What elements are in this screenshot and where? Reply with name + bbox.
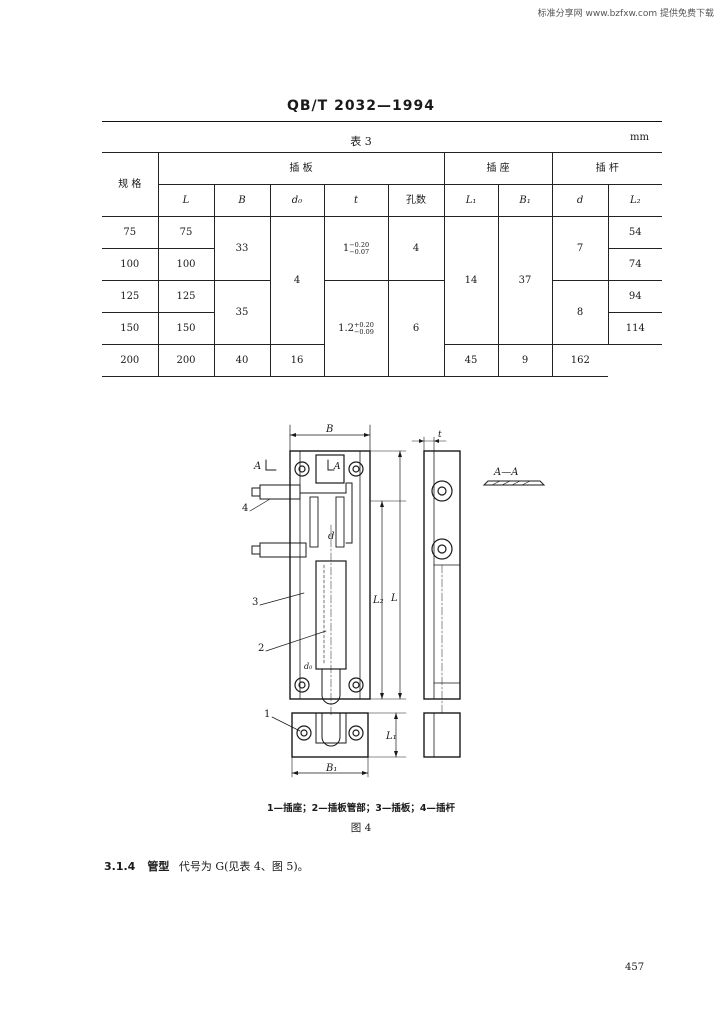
header-rod: 插 杆 <box>551 152 663 185</box>
t-base: 1.2 <box>338 323 354 334</box>
cell-spec: 75 <box>102 216 159 249</box>
dim-t-label: t <box>438 430 442 440</box>
col-d: d <box>551 184 609 217</box>
dim-B1-label: B₁ <box>325 763 337 774</box>
cell-L: 150 <box>157 312 215 345</box>
part-label-1: 1 <box>264 709 270 720</box>
cell-L: 100 <box>157 248 215 281</box>
cell-holes: 6 <box>387 280 445 377</box>
t-sup: +0.20 <box>353 321 374 329</box>
cell-L: 200 <box>157 344 215 377</box>
cell-d: 7 <box>551 216 609 281</box>
cell-spec: 100 <box>102 248 159 281</box>
cell-t: 1−0.20−0.07 <box>323 216 389 281</box>
col-holes: 孔数 <box>387 184 445 217</box>
dim-L2-label: L₂ <box>372 595 384 606</box>
clause-text: 代号为 G(见表 4、图 5)。 <box>178 860 309 873</box>
cell-spec: 150 <box>102 312 159 345</box>
col-t: t <box>323 184 389 217</box>
figure-caption: 1—插座；2—插板管部；3—插板；4—插杆 <box>267 803 455 814</box>
page-number: 457 <box>625 962 645 973</box>
part-label-2: 2 <box>258 643 264 654</box>
figure-4-drawing: B A A d d₀ L₂ L L₁ <box>242 424 546 778</box>
cell-L: 75 <box>157 216 215 249</box>
col-B: B <box>213 184 271 217</box>
dim-d0-label: d₀ <box>304 662 313 671</box>
t-sub: −0.07 <box>349 247 370 256</box>
part-label-4: 4 <box>242 503 248 514</box>
section-mark-left: A <box>253 461 261 472</box>
figure-number: 图 4 <box>350 822 372 834</box>
clause-number: 3.1.4 <box>104 860 136 873</box>
cell-B1: 37 <box>497 216 553 345</box>
col-L2: L₂ <box>607 184 663 217</box>
cell-B: 35 <box>213 280 271 345</box>
cell-d: 9 <box>497 344 553 377</box>
cell-L2: 114 <box>607 312 663 345</box>
standard-header: QB/T 2032—1994 <box>286 98 436 114</box>
col-B1: B₁ <box>497 184 553 217</box>
part-label-3: 3 <box>252 597 258 608</box>
cell-L2: 162 <box>551 344 609 377</box>
cell-spec: 200 <box>102 344 159 377</box>
table-title: 表 3 <box>350 135 372 148</box>
cell-t: 1.2+0.20−0.09 <box>323 280 389 377</box>
col-d0: d₀ <box>269 184 325 217</box>
col-L: L <box>157 184 215 217</box>
table-unit: mm <box>630 132 649 143</box>
section-title: A—A <box>493 467 518 478</box>
clause-3-1-4: 3.1.4 管型 代号为 G(见表 4、图 5)。 <box>104 858 309 874</box>
header-spec: 规 格 <box>102 152 159 217</box>
cell-B: 33 <box>213 216 271 281</box>
cell-d: 8 <box>551 280 609 345</box>
cell-L: 125 <box>157 280 215 313</box>
cell-B: 40 <box>213 344 271 377</box>
t-sub: −0.09 <box>353 327 374 336</box>
cell-spec: 125 <box>102 280 159 313</box>
cell-L1: 14 <box>443 216 499 345</box>
cell-L1: 16 <box>269 344 325 377</box>
dim-L-label: L <box>390 593 398 604</box>
header-rule <box>102 121 662 122</box>
header-seat: 插 座 <box>443 152 553 185</box>
watermark: 标准分享网 www.bzfxw.com 提供免费下载 <box>537 9 714 19</box>
dim-L1-label: L₁ <box>385 731 397 742</box>
t-sup: −0.20 <box>349 241 370 249</box>
t-base: 1 <box>342 243 350 254</box>
cell-L2: 54 <box>607 216 663 249</box>
header-plate: 插 板 <box>157 152 445 185</box>
clause-term: 管型 <box>147 860 170 873</box>
cell-holes: 4 <box>387 216 445 281</box>
spec-table: 规 格 插 板 插 座 插 杆 L B d₀ t 孔数 L₁ B₁ d L₂ 7… <box>102 152 663 377</box>
dim-B-label: B <box>325 424 333 435</box>
cell-d0: 4 <box>269 216 325 345</box>
col-L1: L₁ <box>443 184 499 217</box>
cell-L2: 74 <box>607 248 663 281</box>
section-mark-right: A <box>333 462 341 472</box>
cell-B1: 45 <box>443 344 499 377</box>
cell-L2: 94 <box>607 280 663 313</box>
